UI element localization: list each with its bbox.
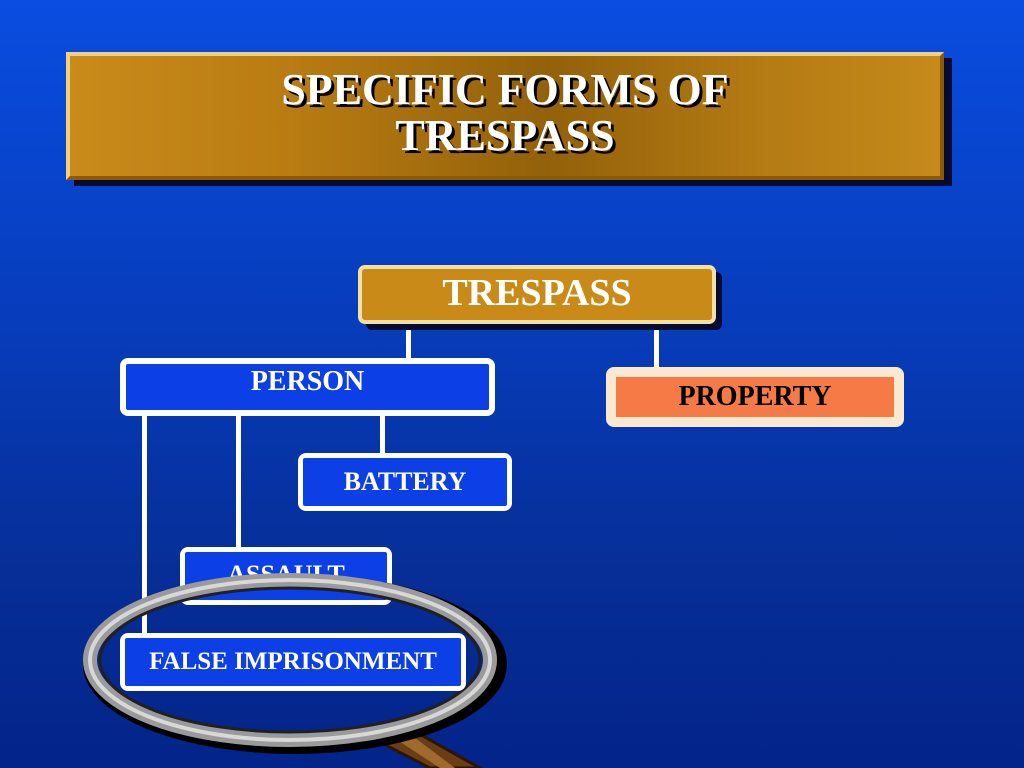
magnifier-rim-highlight xyxy=(88,578,492,742)
magnifier-inner-rim xyxy=(98,586,482,734)
title-line-2: TRESPASS xyxy=(395,111,615,160)
connector-person-battery xyxy=(380,414,385,456)
person-label: PERSON xyxy=(250,366,365,397)
connector-person-false-imprisonment xyxy=(142,414,147,636)
title-line-1: SPECIFIC FORMS OF xyxy=(281,65,729,114)
battery-node-inner: BATTERY xyxy=(303,458,507,506)
battery-node: BATTERY xyxy=(298,453,512,511)
false-imprisonment-node-inner: FALSE IMPRISONMENT xyxy=(125,638,461,686)
person-node: PERSON xyxy=(120,358,495,416)
false-imprisonment-node: FALSE IMPRISONMENT xyxy=(120,633,466,691)
false-imprisonment-label: FALSE IMPRISONMENT xyxy=(149,648,437,675)
title-banner: SPECIFIC FORMS OF TRESPASS xyxy=(66,52,944,180)
connector-trespass-person xyxy=(406,324,411,364)
connector-person-assault xyxy=(236,414,241,550)
property-node: PROPERTY xyxy=(606,367,904,427)
connector-trespass-property xyxy=(654,324,659,370)
property-label: PROPERTY xyxy=(678,381,832,412)
trespass-label: TRESPASS xyxy=(442,271,632,314)
property-node-inner: PROPERTY xyxy=(616,377,894,417)
trespass-node: TRESPASS xyxy=(358,265,716,324)
battery-label: BATTERY xyxy=(343,467,467,496)
person-node-inner: PERSON xyxy=(126,364,489,410)
page-title: SPECIFIC FORMS OF TRESPASS xyxy=(281,67,728,159)
